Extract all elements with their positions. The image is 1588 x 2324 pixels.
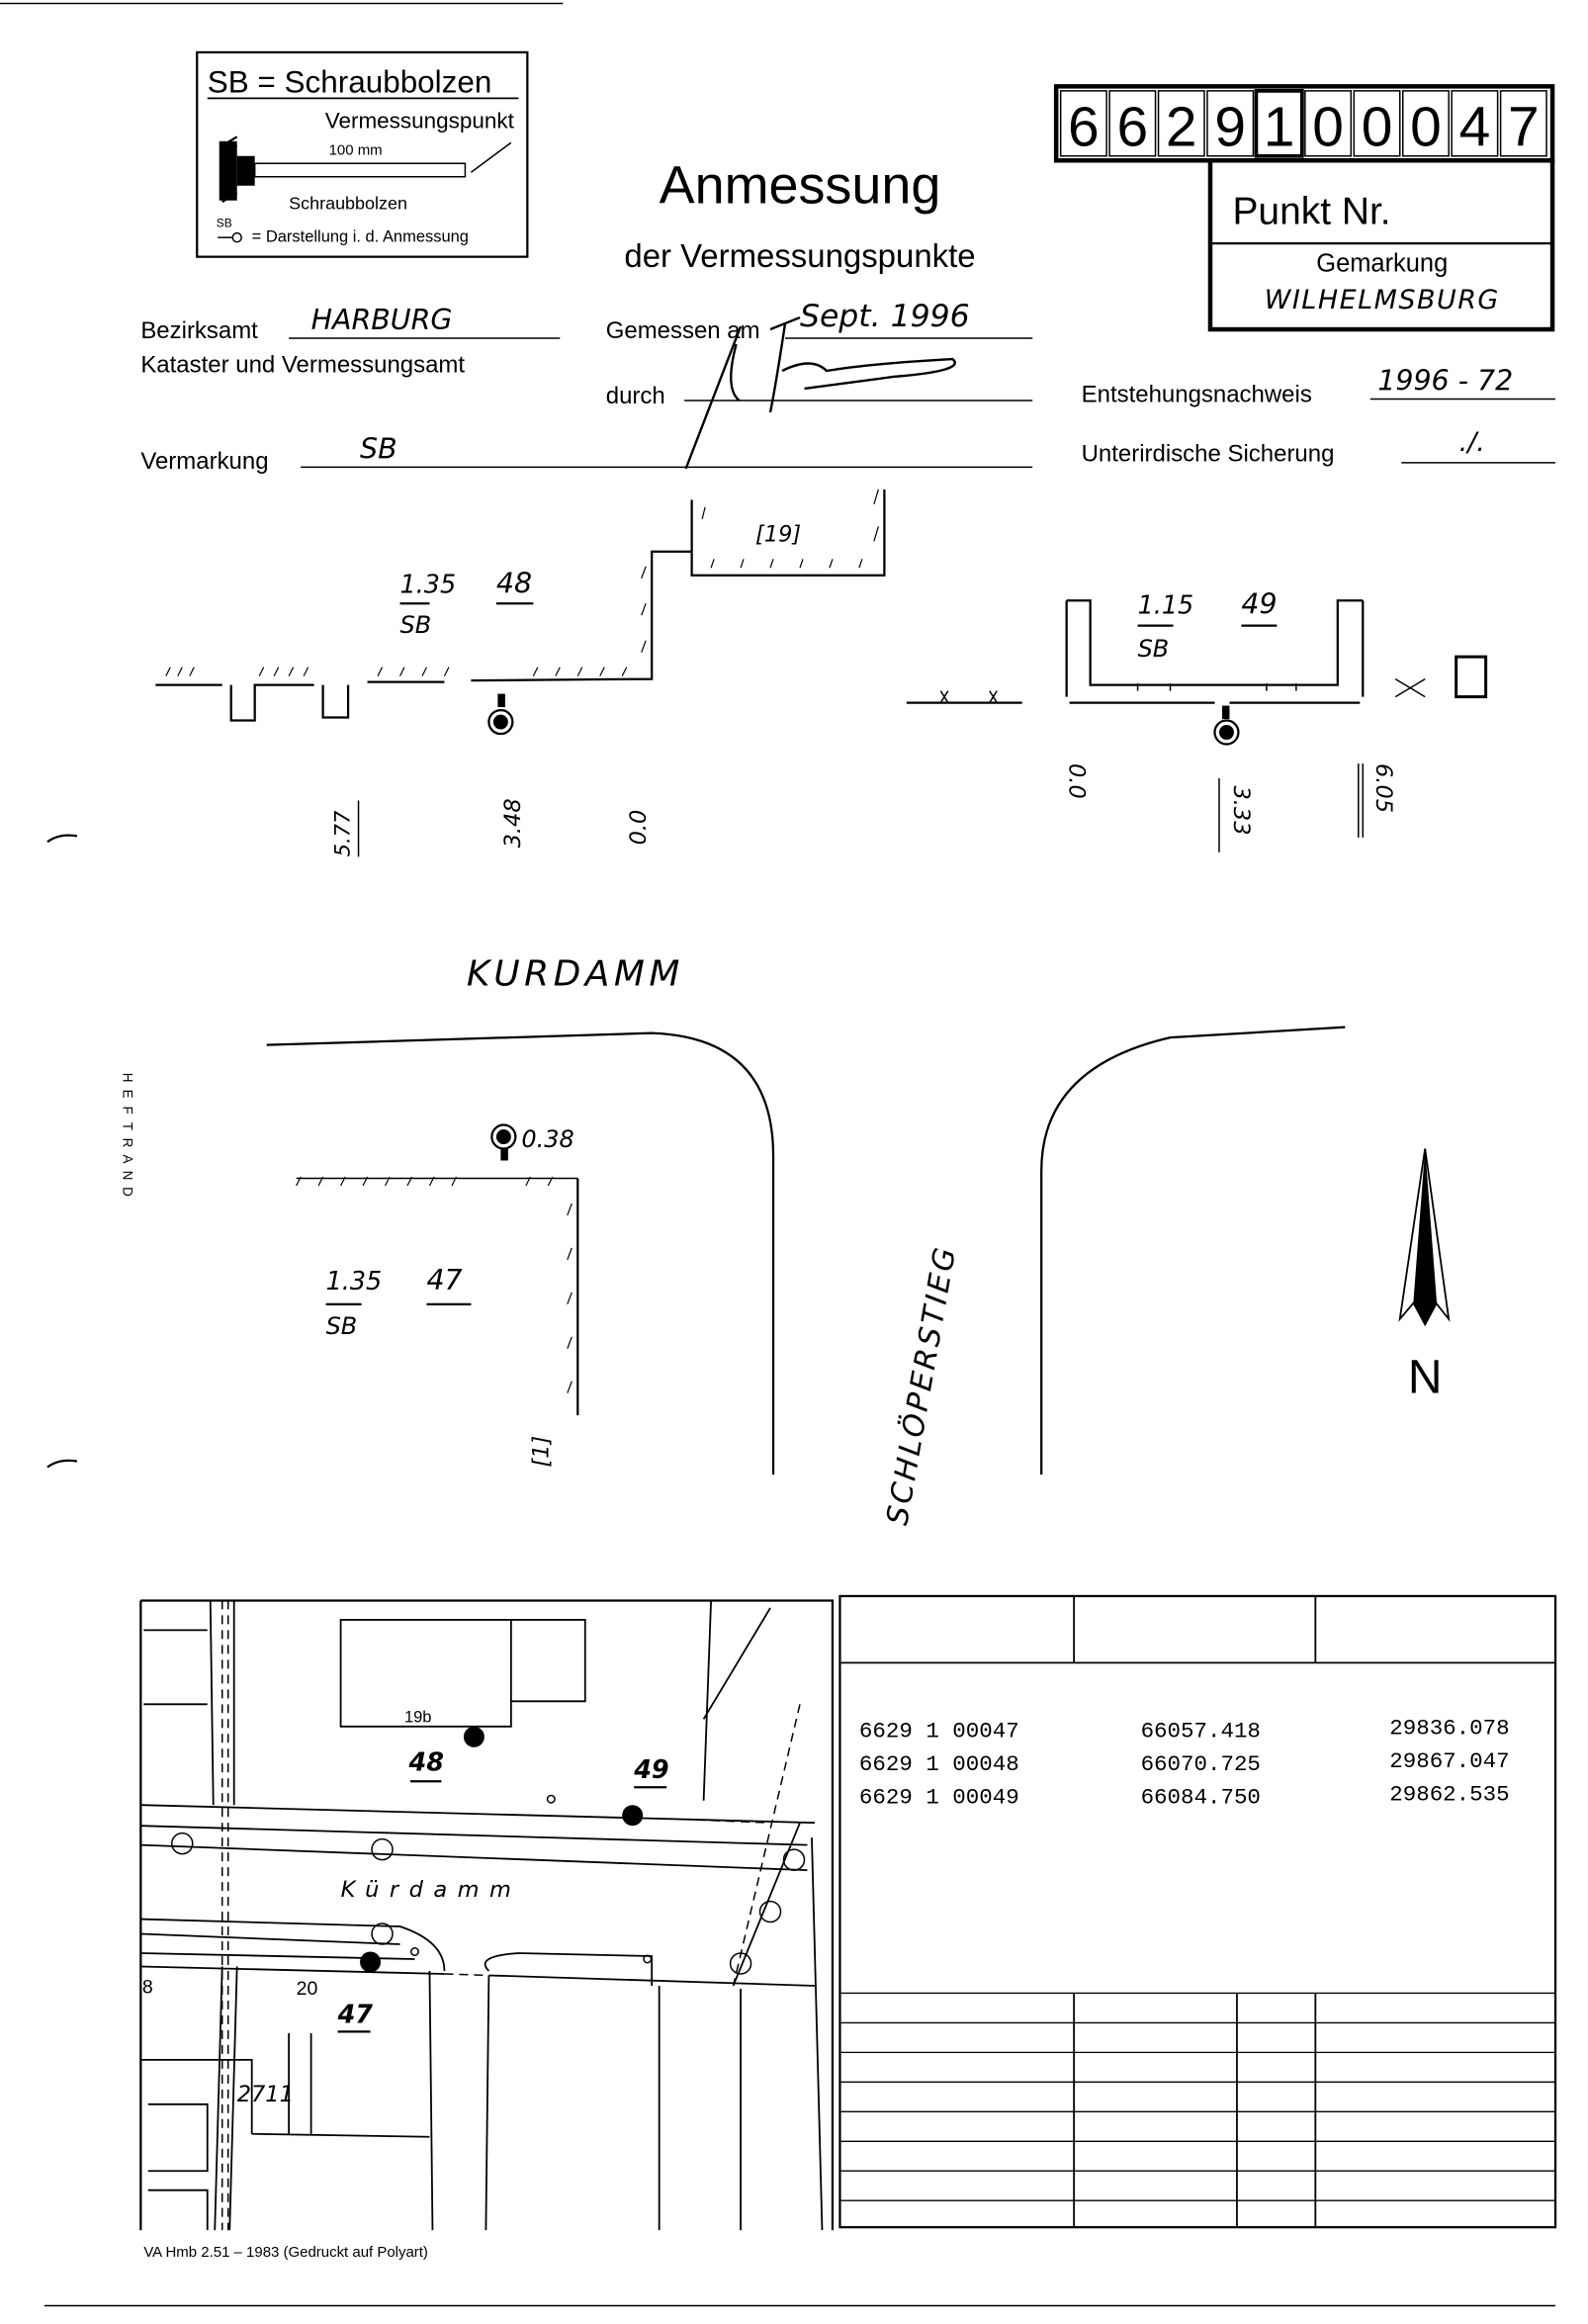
gemarkung-value: WILHELMSBURG bbox=[1265, 285, 1500, 315]
page-subtitle: der Vermessungspunkte bbox=[624, 237, 975, 274]
sicherung-value: ./. bbox=[1459, 427, 1485, 458]
p48-measure-3: 0.0 bbox=[626, 810, 652, 846]
street-name-schloeperstieg: SCHLÖPERSTIEG bbox=[879, 1242, 963, 1528]
gemarkung-label: Gemarkung bbox=[1316, 250, 1448, 278]
p47-number: 47 bbox=[426, 1264, 462, 1296]
point-number-digit: 1 bbox=[1264, 95, 1295, 158]
svg-text:A: A bbox=[120, 1155, 134, 1164]
p47-offset: 0.38 bbox=[521, 1125, 573, 1153]
entstehung-value: 1996 - 72 bbox=[1377, 364, 1513, 397]
cadastral-map: 19b 48 49 Kürdamm 8 20 47 2711 bbox=[139, 1599, 835, 2231]
survey-point-marker-icon bbox=[1213, 705, 1240, 746]
p48-height: 1.35 bbox=[399, 571, 456, 600]
table-row: 6629 1 00049 66084.750 29862.535 bbox=[859, 1782, 1510, 1811]
house-19-label: [19] bbox=[755, 521, 801, 547]
entstehung-label: Entstehungsnachweis bbox=[1082, 381, 1312, 407]
map-parcel-label: 2711 bbox=[237, 2082, 294, 2107]
survey-point-marker-icon bbox=[490, 1123, 517, 1161]
durch-label: durch bbox=[606, 383, 665, 409]
legend-box: SB = Schraubbolzen Vermessungspunkt 100 … bbox=[196, 50, 529, 258]
point-symbol-icon bbox=[218, 231, 242, 243]
p48-type: SB bbox=[399, 611, 431, 639]
point-number-digit: 0 bbox=[1312, 95, 1344, 158]
map-street-label: Kürdamm bbox=[341, 1877, 522, 1903]
kataster-label: Kataster und Vermessungsamt bbox=[140, 351, 465, 378]
point-number-digit: 7 bbox=[1508, 95, 1540, 158]
svg-text:E: E bbox=[120, 1090, 134, 1099]
svg-text:D: D bbox=[120, 1187, 134, 1197]
survey-point-marker-icon bbox=[487, 693, 514, 736]
sketch-point-48: [19] 1.35 48 SB 5.77 3.48 0.0 bbox=[155, 489, 886, 856]
svg-text:R: R bbox=[120, 1138, 134, 1148]
point-number-digit: 6 bbox=[1116, 95, 1148, 158]
point-number-digit: 4 bbox=[1459, 95, 1491, 158]
y-coordinate-cell: 29836.078 bbox=[1389, 1715, 1509, 1741]
street-name-kurdamm: KURDAMM bbox=[467, 954, 684, 995]
map-house-20: 20 bbox=[297, 1978, 318, 2000]
form-footer: VA Hmb 2.51 – 1983 (Gedruckt auf Polyart… bbox=[143, 2244, 428, 2261]
point-id-cell: 6629 1 00047 bbox=[859, 1718, 1019, 1743]
y-coordinate-cell: 29862.535 bbox=[1389, 1782, 1509, 1808]
bezirksamt-value: HARBURG bbox=[311, 304, 453, 336]
p49-number: 49 bbox=[1241, 588, 1277, 621]
map-house-8: 8 bbox=[142, 1976, 153, 1998]
legend-symbol-abbr: SB bbox=[217, 217, 232, 230]
vermarkung-label: Vermarkung bbox=[140, 448, 268, 475]
p49-type: SB bbox=[1138, 635, 1170, 663]
point-id-cell: 6629 1 00048 bbox=[859, 1751, 1019, 1777]
x-coordinate-cell: 66057.418 bbox=[1141, 1718, 1261, 1743]
sketch-point-47: 0.38 1.35 47 SB [1] SCHLÖPERSTIEG bbox=[266, 1026, 1346, 1528]
gemessen-value: Sept. 1996 bbox=[800, 299, 970, 334]
tree-icon bbox=[171, 1832, 806, 1975]
y-coordinate-cell: 29867.047 bbox=[1389, 1748, 1509, 1774]
p48-measure-2: 3.48 bbox=[500, 798, 526, 848]
p49-height: 1.15 bbox=[1138, 591, 1194, 621]
point-number-digit: 0 bbox=[1410, 95, 1442, 158]
p48-number: 48 bbox=[496, 568, 532, 600]
svg-text:N: N bbox=[120, 1171, 134, 1181]
x-coordinate-cell: 66070.725 bbox=[1141, 1751, 1261, 1777]
map-label-47: 47 bbox=[337, 2000, 374, 2029]
house-1-label: [1] bbox=[528, 1436, 554, 1468]
north-arrow-icon: N bbox=[1398, 1148, 1451, 1404]
p47-height: 1.35 bbox=[326, 1267, 383, 1296]
map-label-49: 49 bbox=[633, 1755, 668, 1785]
legend-title: SB = Schraubbolzen bbox=[208, 64, 492, 99]
p49-measure-2: 3.33 bbox=[1228, 785, 1254, 835]
signature bbox=[684, 315, 956, 470]
bezirksamt-label: Bezirksamt bbox=[140, 317, 258, 344]
north-label: N bbox=[1408, 1352, 1443, 1404]
point-id-cell: 6629 1 00049 bbox=[859, 1785, 1019, 1811]
table-row: 6629 1 00047 66057.418 29836.078 bbox=[859, 1715, 1510, 1743]
point-number-digit: 2 bbox=[1166, 95, 1197, 158]
sketch-point-49: 1.15 49 SB 0.0 3.33 6.05 bbox=[906, 588, 1488, 852]
page-title: Anmessung bbox=[660, 156, 941, 216]
bolt-diagram-icon bbox=[219, 135, 512, 204]
svg-text:H: H bbox=[120, 1073, 134, 1083]
gemessen-label: Gemessen am bbox=[606, 317, 760, 344]
point-number-digit: 6 bbox=[1068, 95, 1100, 158]
point-label: Punkt Nr. bbox=[1232, 191, 1390, 233]
x-coordinate-cell: 66084.750 bbox=[1141, 1785, 1261, 1811]
legend-vermessungspunkt: Vermessungspunkt bbox=[325, 108, 515, 133]
map-label-48: 48 bbox=[407, 1748, 443, 1778]
svg-text:T: T bbox=[120, 1122, 134, 1130]
legend-bolt: Schraubbolzen bbox=[289, 194, 407, 214]
map-building-label: 19b bbox=[404, 1708, 431, 1726]
point-number-digit: 9 bbox=[1214, 95, 1246, 158]
table-row: 6629 1 00048 66070.725 29867.047 bbox=[859, 1748, 1510, 1777]
p49-measure-1: 0.0 bbox=[1064, 763, 1090, 799]
p47-type: SB bbox=[326, 1312, 358, 1340]
p49-measure-3: 6.05 bbox=[1370, 763, 1396, 813]
vermarkung-value: SB bbox=[360, 432, 397, 465]
p48-measure-1: 5.77 bbox=[331, 810, 355, 856]
svg-text:F: F bbox=[120, 1106, 134, 1114]
legend-symbol-desc: = Darstellung i. d. Anmessung bbox=[252, 228, 469, 246]
legend-dimension: 100 mm bbox=[329, 141, 383, 158]
point-number-digit: 0 bbox=[1362, 95, 1393, 158]
sicherung-label: Unterirdische Sicherung bbox=[1082, 440, 1335, 467]
